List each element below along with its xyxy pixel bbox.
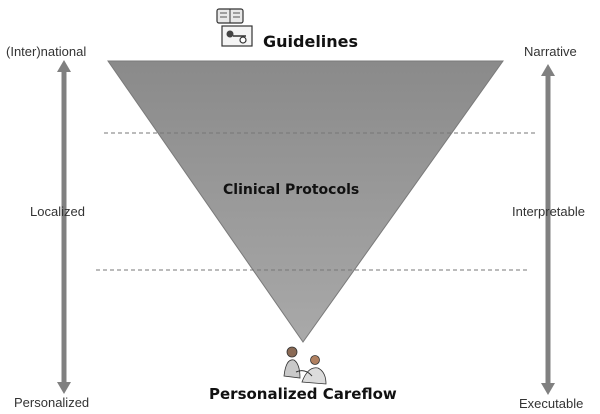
right-executability-arrow: [541, 64, 555, 395]
guidelines-title: Guidelines: [263, 32, 359, 51]
right-axis-top-label: Narrative: [524, 44, 577, 59]
patient-care-icon: [283, 346, 327, 385]
clinical-protocols-title: Clinical Protocols: [223, 182, 360, 198]
left-axis-bottom-label: Personalized: [14, 395, 90, 410]
personalized-careflow-title: Personalized Careflow: [209, 385, 397, 403]
inverted-triangle: [107, 60, 504, 343]
left-scope-arrow: [57, 60, 71, 394]
book-pointing-icon: [216, 8, 253, 47]
left-axis-top-label: (Inter)national: [6, 44, 89, 59]
right-axis-bottom-label: Executable: [519, 396, 584, 411]
right-axis-middle-label: Interpretable: [512, 204, 585, 219]
left-axis-middle-label: Localized: [30, 204, 85, 219]
